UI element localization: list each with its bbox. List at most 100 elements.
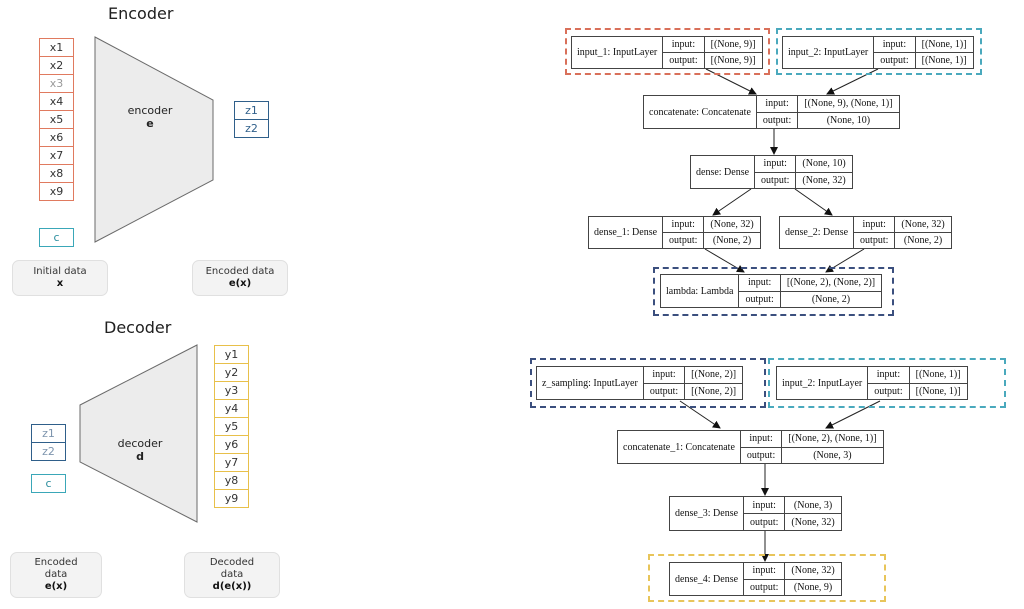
latent-cell: z2 [234, 119, 269, 138]
input-cell: x6 [39, 128, 74, 147]
output-shape: (None, 9) [793, 581, 833, 593]
input-shape: (None, 10) [796, 156, 852, 173]
caption-symbol: e(x) [228, 278, 252, 289]
output-shape: (None, 3) [813, 449, 852, 461]
output-shape: [(None, 1)] [921, 55, 967, 66]
input-cell: x9 [39, 182, 74, 201]
output-shape: (None, 32) [802, 174, 846, 186]
output-key: output: [868, 383, 910, 399]
input-shape: (None, 32) [704, 217, 760, 233]
decoded-data-caption: Decoded data d(e(x)) [184, 552, 280, 598]
node-name: input_2: InputLayer [783, 37, 875, 68]
output-key: output: [757, 112, 799, 128]
input-shape: [(None, 2), (None, 1)] [782, 431, 883, 448]
decoder-block-label: decoder d [100, 437, 180, 463]
node-dense-4: dense_4: Dense input: (None, 32) output:… [669, 562, 842, 596]
node-dense-2: dense_2: Dense input: (None, 32) output:… [779, 216, 952, 249]
node-dense-3: dense_3: Dense input: (None, 3) output: … [669, 496, 842, 531]
decoder-title: Decoder [104, 318, 172, 337]
node-concatenate-1: concatenate_1: Concatenate input: [(None… [617, 430, 884, 464]
input-key: input: [744, 563, 786, 580]
node-name: concatenate_1: Concatenate [618, 431, 741, 463]
output-shape: (None, 2) [903, 235, 943, 246]
input-shape: [(None, 9)] [704, 37, 762, 53]
output-key: output: [741, 447, 783, 463]
output-key: output: [663, 233, 705, 248]
input-shape: (None, 32) [895, 217, 951, 233]
node-name: input_2: InputLayer [777, 367, 869, 399]
node-name: dense_4: Dense [670, 563, 745, 595]
encoder-block-label: encoder e [110, 104, 190, 130]
node-dense-1: dense_1: Dense input: (None, 32) output:… [588, 216, 761, 249]
node-input-1: input_1: InputLayer input: [(None, 9)] o… [571, 36, 763, 69]
encoder-block-symbol: e [146, 117, 154, 130]
output-key: output: [874, 53, 916, 68]
output-shape: [(None, 2)] [691, 385, 737, 397]
output-cell: y5 [214, 417, 249, 436]
input-key: input: [756, 96, 799, 113]
encoder-input-stack: x1 x2 x3 x4 x5 x6 x7 x8 x9 [39, 38, 74, 201]
output-shape: (None, 10) [826, 114, 871, 126]
output-cell: y2 [214, 363, 249, 382]
node-name: dense_2: Dense [780, 217, 855, 248]
encoder-condition-cell: c [39, 228, 74, 247]
decoder-output-stack: y1 y2 y3 y4 y5 y6 y7 y8 y9 [214, 345, 249, 508]
caption-text: data [220, 569, 244, 580]
decoder-block-name: decoder [117, 437, 163, 450]
output-shape: (None, 32) [791, 516, 835, 528]
output-shape: [(None, 9)] [710, 55, 756, 66]
input-key: input: [739, 275, 781, 292]
dense-4-frame [648, 554, 886, 602]
output-key: output: [854, 233, 896, 248]
input-key: input: [854, 217, 896, 233]
decoder-trapezoid [79, 344, 198, 523]
input-1-frame [565, 28, 770, 75]
node-name: dense_1: Dense [589, 217, 664, 248]
input-cell: x8 [39, 164, 74, 183]
encoded-data-caption: Encoded data e(x) [192, 260, 288, 296]
input-shape: [(None, 2), (None, 2)] [780, 275, 882, 292]
input-key: input: [740, 431, 783, 448]
caption-text: Decoded [209, 557, 255, 568]
node-dense: dense: Dense input: (None, 10) output: (… [690, 155, 853, 189]
input-shape: (None, 3) [785, 497, 841, 514]
input-shape: [(None, 1)] [915, 37, 973, 53]
encoder-title: Encoder [108, 4, 174, 23]
input-key: input: [744, 497, 786, 514]
output-key: output: [663, 53, 705, 68]
input-shape: [(None, 2)] [685, 367, 743, 384]
lambda-frame [653, 267, 894, 316]
caption-text: data [44, 569, 68, 580]
output-shape: (None, 2) [712, 235, 752, 246]
input-key: input: [663, 217, 705, 233]
encoded-data-caption-decoder: Encoded data e(x) [10, 552, 102, 598]
node-name: z_sampling: InputLayer [537, 367, 644, 399]
node-name: input_1: InputLayer [572, 37, 664, 68]
input-shape: [(None, 1)] [909, 367, 967, 384]
encoder-latent-stack: z1 z2 [234, 101, 269, 138]
z-sampling-frame [530, 358, 766, 408]
latent-cell: z1 [31, 424, 66, 443]
node-decoder-input-2: input_2: InputLayer input: [(None, 1)] o… [776, 366, 968, 400]
caption-symbol: e(x) [44, 581, 68, 592]
input-key: input: [868, 367, 910, 384]
output-key: output: [644, 383, 686, 399]
caption-symbol: d(e(x)) [212, 581, 252, 592]
encoder-trapezoid [94, 36, 214, 243]
decoder-condition-cell: c [31, 474, 66, 493]
node-name: dense_3: Dense [670, 497, 745, 530]
node-z-sampling: z_sampling: InputLayer input: [(None, 2)… [536, 366, 744, 400]
output-key: output: [739, 291, 781, 307]
encoder-block-name: encoder [127, 104, 173, 117]
node-name: dense: Dense [691, 156, 756, 188]
caption-text: Encoded [34, 557, 78, 568]
output-key: output: [755, 172, 797, 188]
output-cell: y8 [214, 471, 249, 490]
output-key: output: [744, 579, 786, 595]
node-concatenate: concatenate: Concatenate input: [(None, … [643, 95, 900, 129]
node-lambda: lambda: Lambda input: [(None, 2), (None,… [660, 274, 883, 308]
input-2-frame [776, 28, 982, 75]
input-key: input: [663, 37, 705, 53]
latent-cell: z2 [31, 442, 66, 461]
node-input-2: input_2: InputLayer input: [(None, 1)] o… [782, 36, 974, 69]
